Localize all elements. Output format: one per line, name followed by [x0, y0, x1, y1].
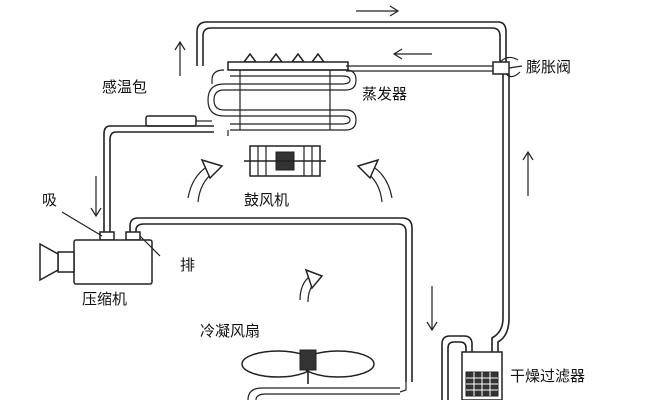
- discharge-line: [129, 217, 413, 382]
- evaporator-caps: [242, 52, 326, 63]
- arrow-down-right: [426, 286, 438, 332]
- blower-icon: [244, 145, 326, 177]
- evaporator-label: 蒸发器: [362, 85, 408, 103]
- expansion-valve-line: [346, 65, 494, 72]
- blower-label: 鼓风机: [244, 191, 290, 209]
- arrow-right-top: [356, 5, 400, 17]
- evaporator-coil: [207, 52, 357, 136]
- condenser-fan-icon: [241, 349, 375, 384]
- condenser-icon: [247, 382, 407, 400]
- compressor-icon: [39, 231, 153, 285]
- sensing-bulb-label: 感温包: [102, 78, 148, 96]
- sensing-bulb-icon: [145, 115, 197, 127]
- suction-line: [103, 125, 214, 236]
- expansion-valve-icon: [492, 56, 523, 78]
- arrow-up-left: [174, 40, 186, 76]
- condenser-fan-label: 冷凝风扇: [200, 322, 261, 340]
- airflow-arrows: [187, 158, 393, 303]
- filter-drier-label: 干燥过滤器: [510, 367, 586, 385]
- liquid-line: [491, 74, 510, 352]
- arrow-up-right: [522, 150, 534, 196]
- flow-arrows: [90, 5, 534, 332]
- arrow-down-left: [90, 176, 102, 218]
- arrow-left-evaporator: [392, 48, 432, 60]
- compressor-label: 压缩机: [82, 290, 128, 308]
- top-refrigerant-pipe: [196, 21, 507, 66]
- suction-label: 吸: [42, 191, 58, 209]
- discharge-label: 排: [180, 256, 196, 274]
- filter-drier-icon: [441, 335, 503, 400]
- expansion-valve-label: 膨胀阀: [526, 58, 572, 76]
